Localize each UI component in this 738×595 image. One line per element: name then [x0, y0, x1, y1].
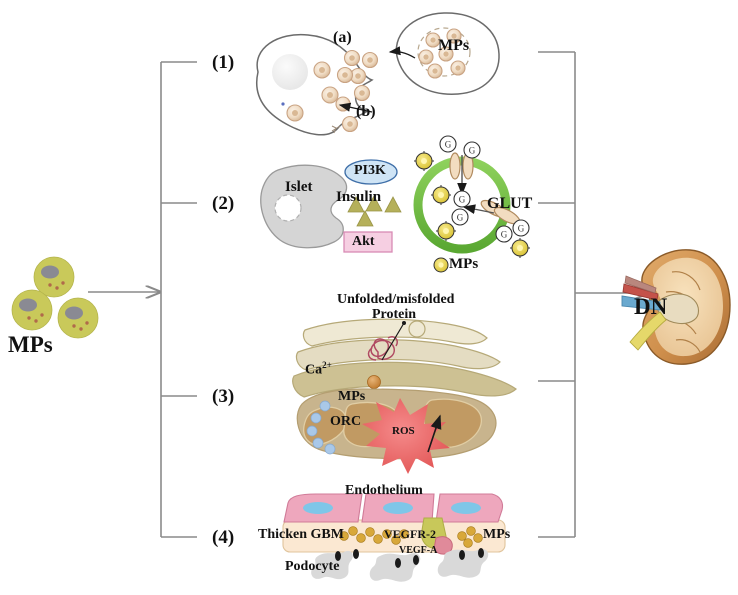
- mp-dot: [321, 86, 339, 104]
- panel-3-number: (3): [212, 386, 235, 407]
- glut-channel-right: [480, 199, 521, 225]
- orc-dots: [306, 400, 336, 455]
- mp-particle: [57, 297, 99, 339]
- vegfr2-label: VEGFR-2: [384, 527, 436, 541]
- akt-label: Akt: [352, 234, 375, 249]
- svg-text:G: G: [518, 224, 525, 234]
- mp-dot: [313, 61, 331, 79]
- svg-text:G: G: [459, 195, 466, 205]
- right-bracket: [538, 51, 576, 538]
- panel-2-number: (2): [212, 193, 235, 214]
- endothelial-cell: [435, 493, 504, 523]
- mp-particle: [11, 289, 53, 331]
- svg-text:G: G: [469, 146, 476, 156]
- panel1-mps-label: MPs: [438, 37, 470, 54]
- orc-label: ORC: [330, 414, 362, 429]
- calcium-label: Ca2+: [305, 360, 332, 378]
- mp-yellow: [510, 238, 530, 258]
- islet-label: Islet: [285, 179, 313, 195]
- mp-dot: [427, 63, 443, 79]
- panel-3-graphic: [292, 318, 517, 474]
- protein-label: Protein: [372, 307, 417, 322]
- mp-yellow: [414, 151, 434, 171]
- mp-dot: [438, 46, 454, 62]
- panel1-label-a: (a): [333, 29, 352, 46]
- podocyte-shape: [311, 549, 489, 582]
- panel-4-number: (4): [212, 527, 235, 548]
- panel2-mps-label: MPs: [449, 256, 479, 272]
- endothelium-label: Endothelium: [345, 483, 423, 498]
- panel-1-number: (1): [212, 52, 235, 73]
- mp-dot: [353, 84, 371, 102]
- panel-2-graphic: G G G G G G: [260, 135, 530, 273]
- glucose-molecule: [439, 135, 530, 243]
- mp-yellow: [436, 221, 456, 241]
- mp-dot: [450, 60, 466, 76]
- pi3k-label: PI3K: [354, 163, 386, 178]
- mp-dot: [286, 104, 304, 122]
- mp-dot: [418, 49, 434, 65]
- ros-label: ROS: [392, 425, 415, 437]
- kidney-illustration: [621, 249, 731, 365]
- mp-gold: [339, 526, 483, 548]
- podocyte-nucleus: [335, 548, 484, 568]
- left-mps-label: MPs: [8, 332, 53, 357]
- insulin-granules: [347, 195, 402, 227]
- pi3k-badge: [344, 159, 398, 185]
- svg-text:G: G: [501, 230, 508, 240]
- mp-yellow: [431, 185, 451, 205]
- mp-dot: [425, 32, 441, 48]
- glut-label: GLUT: [487, 195, 533, 212]
- panel3-mps-label: MPs: [338, 389, 366, 404]
- podocyte-label: Podocyte: [285, 559, 340, 574]
- panel-4-graphic: [282, 493, 506, 582]
- vegfa-label: VEGF-A: [399, 545, 438, 556]
- glut-channel-top: [449, 152, 474, 180]
- akt-badge: [343, 231, 393, 253]
- mp-dot: [335, 96, 351, 112]
- endothelial-cell: [361, 493, 435, 523]
- mp-dot: [349, 67, 367, 85]
- endothelial-cell: [283, 493, 363, 523]
- svg-text:G: G: [457, 213, 464, 223]
- vegfa-ligand: [433, 536, 453, 555]
- ros-burst: [362, 398, 450, 474]
- unfolded-label: Unfolded/misfolded: [337, 292, 455, 307]
- svg-text:G: G: [445, 140, 452, 150]
- mp-dot-receptor: [331, 115, 359, 134]
- mp-dot: [361, 51, 379, 69]
- panel1-label-b: (b): [356, 103, 376, 120]
- left-mps-group: [11, 256, 99, 339]
- misfolded-protein: [367, 335, 399, 361]
- thicken-gbm-label: Thicken GBM: [258, 527, 344, 542]
- dn-label: DN: [634, 294, 668, 319]
- panel4-mps-label: MPs: [483, 527, 511, 542]
- mp-yellow-legend: [433, 257, 449, 273]
- mp-dot: [446, 28, 462, 44]
- mp-dot: [336, 66, 354, 84]
- left-bracket: [160, 61, 197, 538]
- calcium-text: Ca: [305, 362, 323, 378]
- mp-particle: [33, 256, 75, 298]
- insulin-label: Insulin: [336, 189, 382, 205]
- mp-dot: [343, 49, 361, 67]
- panel-1-graphic: [256, 12, 500, 136]
